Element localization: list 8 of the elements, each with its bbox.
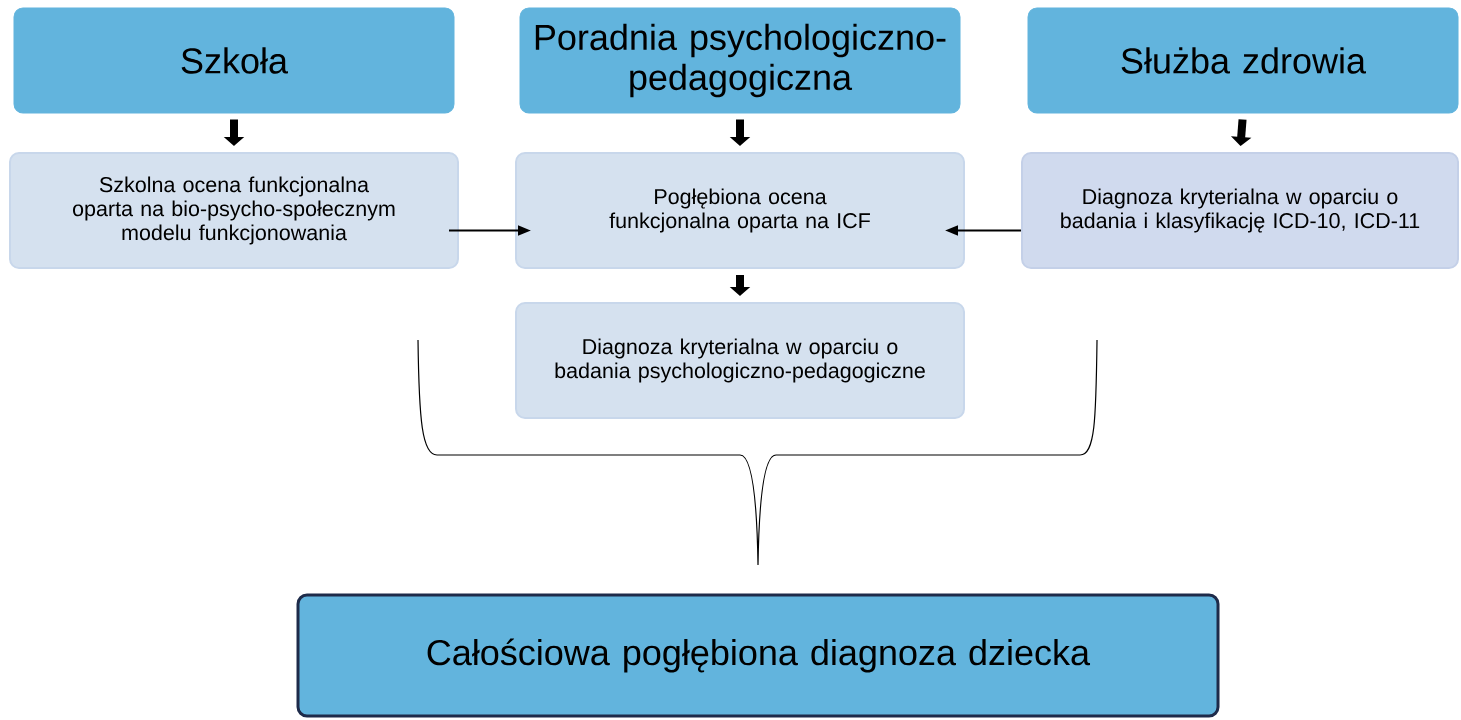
process-box: Pogłębiona ocena funkcjonalna oparta na ICF bbox=[515, 152, 965, 269]
process-box: Diagnoza kryterialna w oparciu o badania i klasyfikację ICD-10, ICD-11 bbox=[1021, 152, 1459, 269]
header-box: Poradnia psychologiczno-pedagogiczna bbox=[519, 7, 961, 114]
process-box: Diagnoza kryterialna w oparciu o badania psychologiczno-pedagogiczne bbox=[515, 302, 965, 419]
header-box: Szkoła bbox=[13, 7, 455, 114]
header-box: Służba zdrowia bbox=[1027, 7, 1459, 114]
result-box: Całościowa pogłębiona diagnoza dziecka bbox=[296, 593, 1220, 718]
process-box: Szkolna ocena funkcjonalna oparta na bio-psycho-społecznym modelu funkcjonowania bbox=[9, 152, 459, 269]
